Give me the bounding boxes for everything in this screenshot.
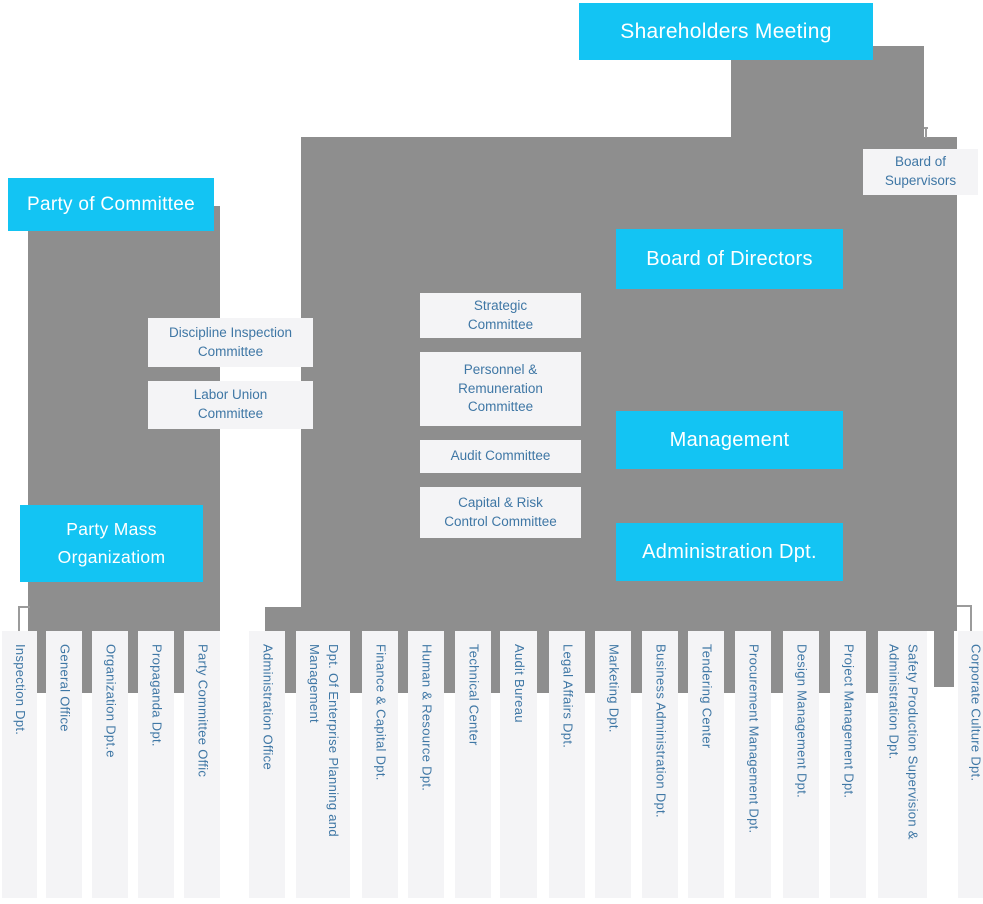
connector-line-inspection-v	[18, 606, 20, 631]
connector-main-base	[265, 607, 957, 631]
connector-line-supervisors-v	[925, 127, 927, 138]
dept-label: Safety Production Supervision & Administ…	[886, 644, 921, 840]
node-label: Discipline Inspection Committee	[168, 324, 293, 359]
dept-marketing-dpt: Marketing Dpt.	[595, 631, 631, 898]
dept-corporate-culture-dpt: Corporate Culture Dpt.	[958, 631, 983, 898]
connector-tooth	[631, 631, 642, 693]
dept-label: Design Management Dpt.	[794, 644, 810, 799]
node-label: Party Mass Organizatiom	[57, 519, 166, 567]
dept-organization-dpt: Organization Dpt.e	[92, 631, 128, 898]
dept-label: Tendering Center	[699, 644, 715, 749]
node-discipline-inspection-committee: Discipline Inspection Committee	[148, 318, 313, 367]
dept-label: Dpt. Of Enterprise Planning and Manageme…	[307, 644, 341, 837]
dept-label: Finance & Capital Dpt.	[373, 644, 389, 781]
dept-label: Inspection Dpt.	[12, 644, 28, 736]
connector-tooth	[444, 631, 455, 693]
node-label: Audit Committee	[450, 448, 551, 464]
connector-tooth	[82, 631, 92, 693]
dept-label: Organization Dpt.e	[103, 644, 119, 758]
node-strategic-committee: Strategic Committee	[420, 293, 581, 338]
dept-project-management-dpt: Project Management Dpt.	[830, 631, 866, 898]
dept-procurement-management-dpt: Procurement Management Dpt.	[735, 631, 771, 898]
dept-tendering-center: Tendering Center	[688, 631, 724, 898]
dept-human-resource-dpt: Human & Resource Dpt.	[408, 631, 444, 898]
connector-tooth	[934, 631, 954, 687]
node-board-of-supervisors: Board of Supervisors	[863, 149, 978, 195]
node-party-mass-organization: Party Mass Organizatiom	[20, 505, 203, 582]
dept-business-administration-dpt: Business Administration Dpt.	[642, 631, 678, 898]
connector-line-inspection-h	[18, 606, 30, 608]
connector-line-corporate-h	[957, 605, 972, 607]
node-label: Party of Committee	[26, 193, 195, 215]
connector-line-corporate-v	[970, 605, 972, 631]
dept-label: Marketing Dpt.	[606, 644, 622, 733]
dept-propaganda-dpt: Propaganda Dpt.	[138, 631, 174, 898]
connector-tooth	[37, 631, 46, 693]
node-label: Administration Dpt.	[642, 540, 817, 563]
dept-label: Administration Office	[260, 644, 276, 770]
connector-tooth	[866, 631, 878, 693]
node-administration-dpt: Administration Dpt.	[616, 523, 843, 581]
connector-tooth	[285, 631, 296, 693]
connector-tooth	[537, 631, 549, 693]
node-capital-risk-control-committee: Capital & Risk Control Committee	[420, 487, 581, 538]
dept-label: Audit Bureau	[511, 644, 527, 723]
node-personnel-remuneration-committee: Personnel & Remuneration Committee	[420, 352, 581, 426]
node-label: Personnel & Remuneration Committee	[458, 362, 543, 415]
dept-label: Corporate Culture Dpt.	[968, 644, 983, 782]
dept-party-committee-office: Party Committee Offic	[184, 631, 220, 898]
dept-audit-bureau: Audit Bureau	[500, 631, 537, 898]
node-label: Board of Supervisors	[884, 154, 957, 188]
dept-label: Legal Affairs Dpt.	[560, 644, 576, 749]
dept-finance-capital-dpt: Finance & Capital Dpt.	[362, 631, 398, 898]
connector-tooth	[491, 631, 500, 693]
connector-tooth	[771, 631, 783, 693]
node-label: Management	[669, 428, 790, 451]
node-labor-union-committee: Labor Union Committee	[148, 381, 313, 429]
connector-tooth	[819, 631, 830, 693]
dept-inspection-dpt: Inspection Dpt.	[2, 631, 37, 898]
dept-label: Project Management Dpt.	[841, 644, 857, 799]
dept-label: Party Committee Offic	[195, 644, 211, 778]
node-management: Management	[616, 411, 843, 469]
dept-safety-production-supervision: Safety Production Supervision & Administ…	[878, 631, 927, 898]
dept-label: Business Administration Dpt.	[653, 644, 669, 818]
node-label: Capital & Risk Control Committee	[444, 494, 557, 529]
node-label: Strategic Committee	[467, 297, 534, 332]
node-board-of-directors: Board of Directors	[616, 229, 843, 289]
dept-label: Technical Center	[466, 644, 482, 746]
node-label: Shareholders Meeting	[620, 19, 832, 43]
node-audit-committee: Audit Committee	[420, 440, 581, 473]
dept-label: Propaganda Dpt.	[149, 644, 165, 747]
connector-shareholders-stem	[731, 46, 924, 137]
node-shareholders-meeting: Shareholders Meeting	[579, 3, 873, 60]
dept-technical-center: Technical Center	[455, 631, 491, 898]
connector-tooth	[350, 631, 362, 693]
connector-tooth	[174, 631, 184, 693]
dept-general-office: General Office	[46, 631, 82, 898]
node-party-of-committee: Party of Committee	[8, 178, 214, 231]
connector-tooth	[678, 631, 688, 693]
dept-administration-office: Administration Office	[249, 631, 285, 898]
connector-tooth	[724, 631, 735, 693]
dept-legal-affairs-dpt: Legal Affairs Dpt.	[549, 631, 585, 898]
connector-tooth	[398, 631, 408, 693]
dept-label: Procurement Management Dpt.	[746, 644, 762, 834]
connector-tooth	[128, 631, 138, 693]
node-label: Board of Directors	[646, 247, 813, 270]
dept-label: General Office	[57, 644, 73, 732]
dept-label: Human & Resource Dpt.	[419, 644, 435, 792]
node-label: Labor Union Committee	[193, 387, 268, 421]
dept-design-management-dpt: Design Management Dpt.	[783, 631, 819, 898]
dept-enterprise-planning-management: Dpt. Of Enterprise Planning and Manageme…	[296, 631, 350, 898]
connector-tooth	[585, 631, 595, 693]
